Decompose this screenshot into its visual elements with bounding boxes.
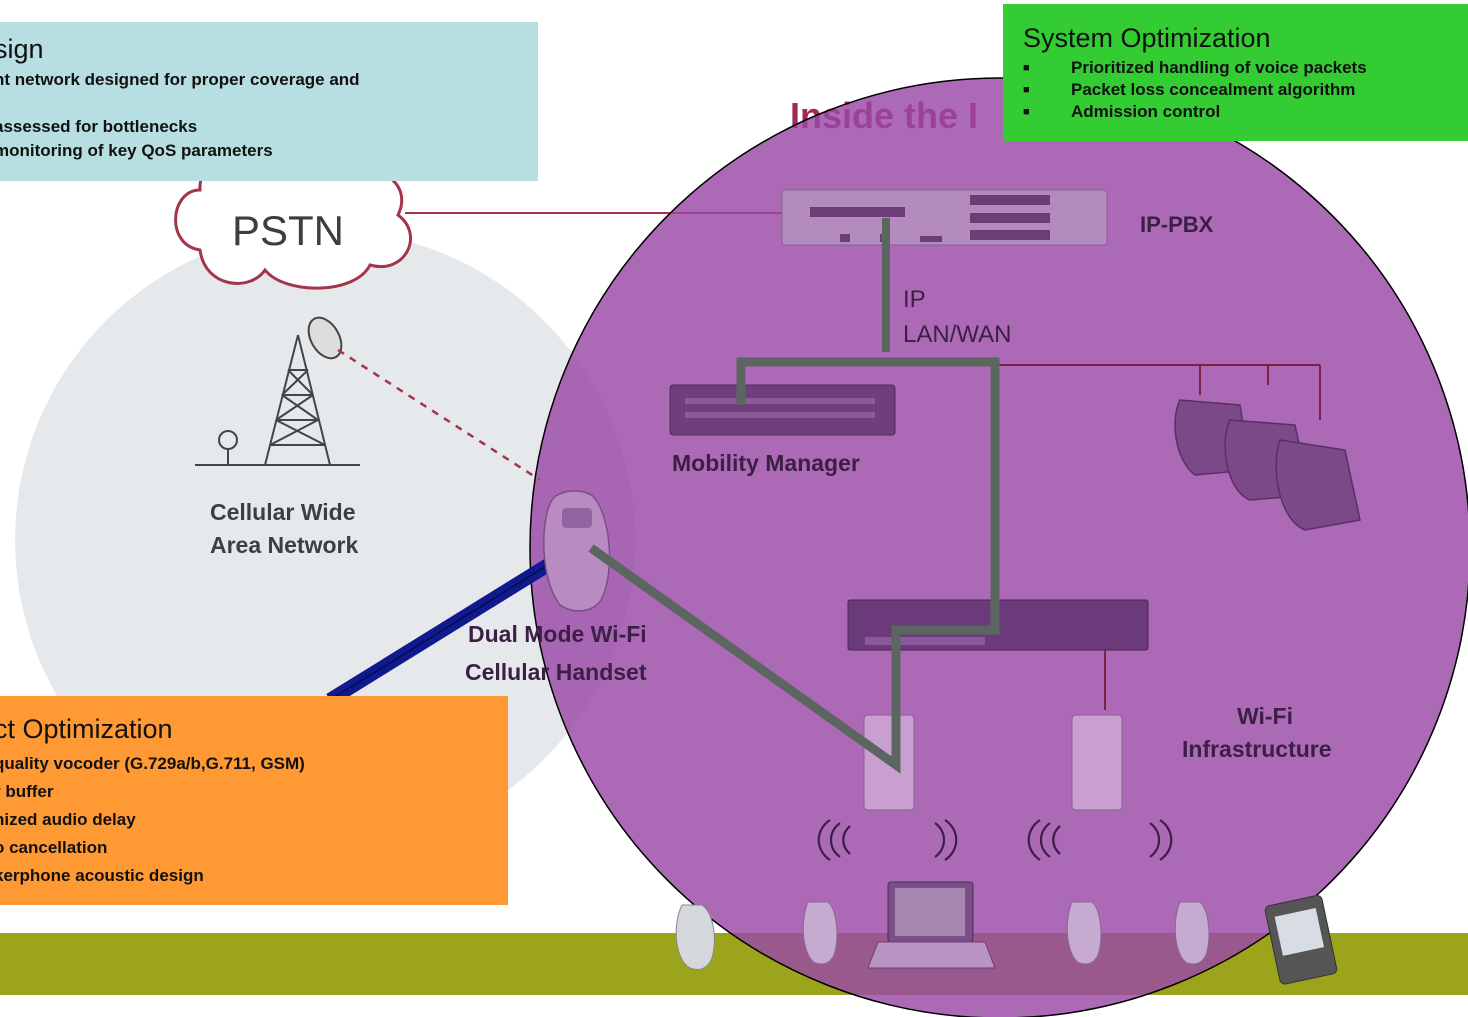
pstn-label: PSTN xyxy=(232,207,344,254)
cellular-label-line1: Cellular Wide xyxy=(210,499,356,525)
system-optimization-list: ■Prioritized handling of voice packets ■… xyxy=(1023,57,1468,123)
mobility-manager-icon xyxy=(669,384,896,436)
access-point-2-icon xyxy=(1071,714,1123,811)
network-design-item xyxy=(0,92,538,116)
system-optimization-title: System Optimization xyxy=(1023,23,1271,53)
cellular-area-circle xyxy=(15,230,635,850)
system-optimization-item: ■Packet loss concealment algorithm xyxy=(1023,80,1356,99)
bullet-icon: ■ xyxy=(1023,84,1030,96)
network-design-title: sign xyxy=(0,34,44,64)
cell-tower-icon xyxy=(195,316,360,466)
device-optimization-item: r buffer xyxy=(0,782,54,801)
device-optimization-list: quality vocoder (G.729a/b,G.711, GSM) r … xyxy=(0,750,508,890)
device-optimization-item: quality vocoder (G.729a/b,G.711, GSM) xyxy=(0,754,305,773)
device-optimization-item: o cancellation xyxy=(0,838,108,857)
wifi-waves-icon xyxy=(817,819,1173,861)
network-design-item: assessed for bottlenecks xyxy=(0,117,198,136)
handset-blue-link-edge xyxy=(329,564,549,701)
bullet-icon: ■ xyxy=(1023,62,1030,74)
handset-label-line2: Cellular Handset xyxy=(465,659,647,685)
network-design-box: sign nt network designed for proper cove… xyxy=(0,22,538,181)
mobile-devices-icons xyxy=(675,881,1338,985)
voice-call-path xyxy=(588,357,1000,774)
network-design-list: nt network designed for proper coverage … xyxy=(0,68,538,162)
system-optimization-item: ■Admission control xyxy=(1023,102,1221,121)
cell-link-dashed xyxy=(337,348,541,482)
network-design-item: nt network designed for proper coverage … xyxy=(0,70,360,89)
ip-label: IP xyxy=(903,286,926,313)
lan-wan-label: LAN/WAN xyxy=(903,321,1011,348)
bullet-icon: ■ xyxy=(1023,106,1030,118)
ip-pbx-label: IP-PBX xyxy=(1140,212,1214,237)
device-optimization-box: ct Optimization quality vocoder (G.729a/… xyxy=(0,696,508,905)
system-optimization-item: ■Prioritized handling of voice packets xyxy=(1023,58,1367,77)
wifi-infra-label-line2: Infrastructure xyxy=(1182,736,1332,762)
system-optimization-box: System Optimization ■Prioritized handlin… xyxy=(1003,4,1468,141)
device-optimization-item: nized audio delay xyxy=(0,810,136,829)
phone-links xyxy=(995,364,1321,710)
wifi-infra-label-line1: Wi-Fi xyxy=(1237,703,1293,729)
desk-phones-icon xyxy=(1174,399,1361,531)
handset-label-line1: Dual Mode Wi-Fi xyxy=(468,621,647,647)
cellular-label-line2: Area Network xyxy=(210,532,358,558)
ip-pbx-icon xyxy=(781,189,1108,246)
dual-mode-handset-icon xyxy=(543,490,611,612)
device-optimization-item: kerphone acoustic design xyxy=(0,866,204,885)
device-optimization-title: ct Optimization xyxy=(0,714,173,744)
network-design-item: monitoring of key QoS parameters xyxy=(0,140,273,160)
mobility-manager-label: Mobility Manager xyxy=(672,450,860,476)
